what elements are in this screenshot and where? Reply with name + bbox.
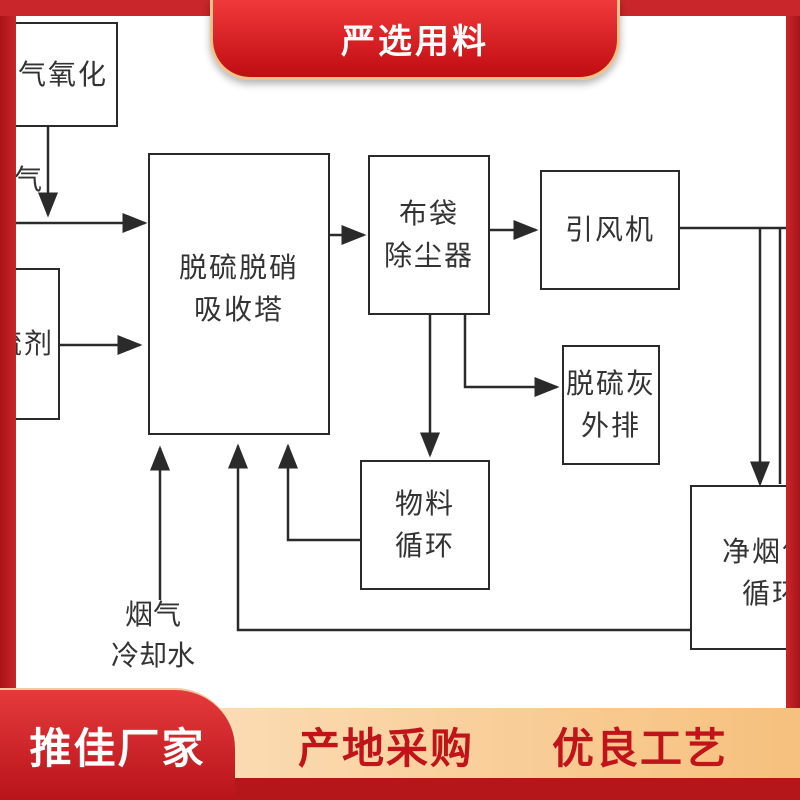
fan-label: 引风机 (564, 213, 655, 246)
bag-filter-box: 布袋 除尘器 (368, 155, 490, 315)
fan-box: 引风机 (540, 170, 680, 290)
material-label-2: 循环 (394, 529, 455, 562)
absorber-label-1: 脱硫脱硝 (178, 251, 299, 284)
badge-text: 推佳厂家 (29, 723, 206, 773)
clean-gas-box: 净烟气 循环 (690, 485, 800, 650)
top-banner-text: 严选用料 (341, 22, 489, 62)
frame-left (0, 0, 16, 800)
left-partial-label: 气 (14, 163, 43, 196)
top-banner: 严选用料 (210, 0, 620, 80)
oxidation-label: 气氧化 (17, 57, 108, 91)
inlet-label: 烟气 冷却水 (108, 595, 198, 676)
ash-label-1: 脱硫灰 (565, 367, 656, 400)
material-label-1: 物料 (394, 487, 455, 520)
frame-right (786, 0, 800, 800)
bag-filter-label-2: 除尘器 (383, 239, 474, 272)
ash-box: 脱硫灰 外排 (562, 345, 660, 465)
oxidation-box: 气氧化 (0, 22, 118, 127)
inlet-label-1: 烟气 (124, 598, 181, 631)
inlet-label-2: 冷却水 (110, 638, 195, 672)
ash-label-2: 外排 (580, 409, 641, 442)
bag-filter-label-1: 布袋 (398, 197, 459, 230)
slogan-2: 优良工艺 (552, 724, 729, 773)
absorber-box: 脱硫脱硝 吸收塔 (148, 153, 330, 435)
material-box: 物料 循环 (360, 460, 490, 590)
bottom-badge: 推佳厂家 (0, 688, 235, 800)
absorber-label-2: 吸收塔 (193, 293, 284, 326)
slogan-1: 产地采购 (298, 724, 475, 773)
